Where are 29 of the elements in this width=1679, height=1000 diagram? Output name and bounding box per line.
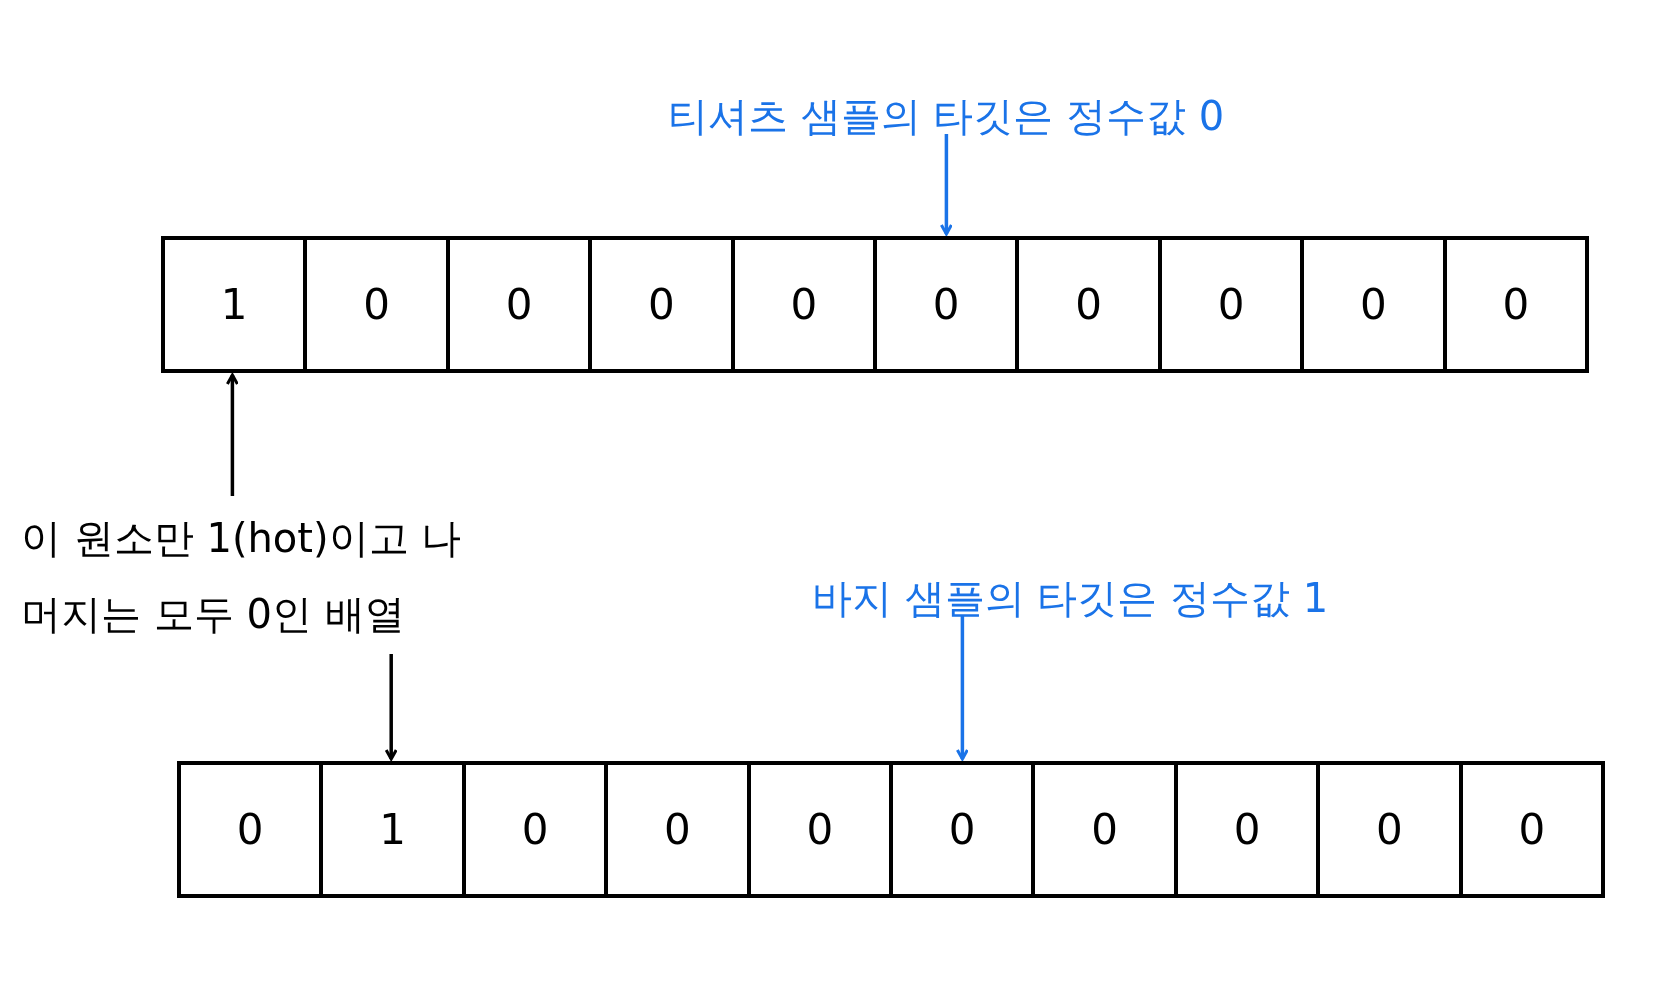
annotation-text: 바지 샘플의 타깃은 정수값 1 <box>720 560 1420 636</box>
array-cell: 0 <box>1458 765 1602 894</box>
array-cell: 0 <box>445 240 589 369</box>
array-cell: 0 <box>1031 765 1174 894</box>
array-cell: 0 <box>181 765 320 894</box>
arrow <box>939 134 953 236</box>
array-cell: 0 <box>1316 765 1459 894</box>
array-cell: 0 <box>889 765 1032 894</box>
array-cell: 0 <box>730 240 874 369</box>
array-cell: 0 <box>604 765 747 894</box>
array-cell: 0 <box>746 765 890 894</box>
annotation-text: 티셔츠 샘플의 타깃은 정수값 0 <box>646 78 1246 154</box>
array-cell: 0 <box>873 240 1016 369</box>
arrow <box>384 654 398 761</box>
array-cell: 0 <box>303 240 446 369</box>
annotation-text: 이 원소만 1(hot)이고 나머지는 모두 0인 배열 <box>21 500 481 652</box>
array-box <box>177 761 1605 898</box>
array-cell: 1 <box>319 765 462 894</box>
array-cell: 0 <box>461 765 605 894</box>
array-cell: 0 <box>1442 240 1586 369</box>
arrow <box>955 616 969 761</box>
array-cell: 0 <box>1015 240 1158 369</box>
arrow <box>225 373 239 496</box>
array-cell: 0 <box>1300 240 1443 369</box>
array-cell: 1 <box>165 240 304 369</box>
array-cell: 0 <box>588 240 731 369</box>
array-cell: 0 <box>1157 240 1301 369</box>
array-cell: 0 <box>1173 765 1317 894</box>
array-box <box>161 236 1589 373</box>
